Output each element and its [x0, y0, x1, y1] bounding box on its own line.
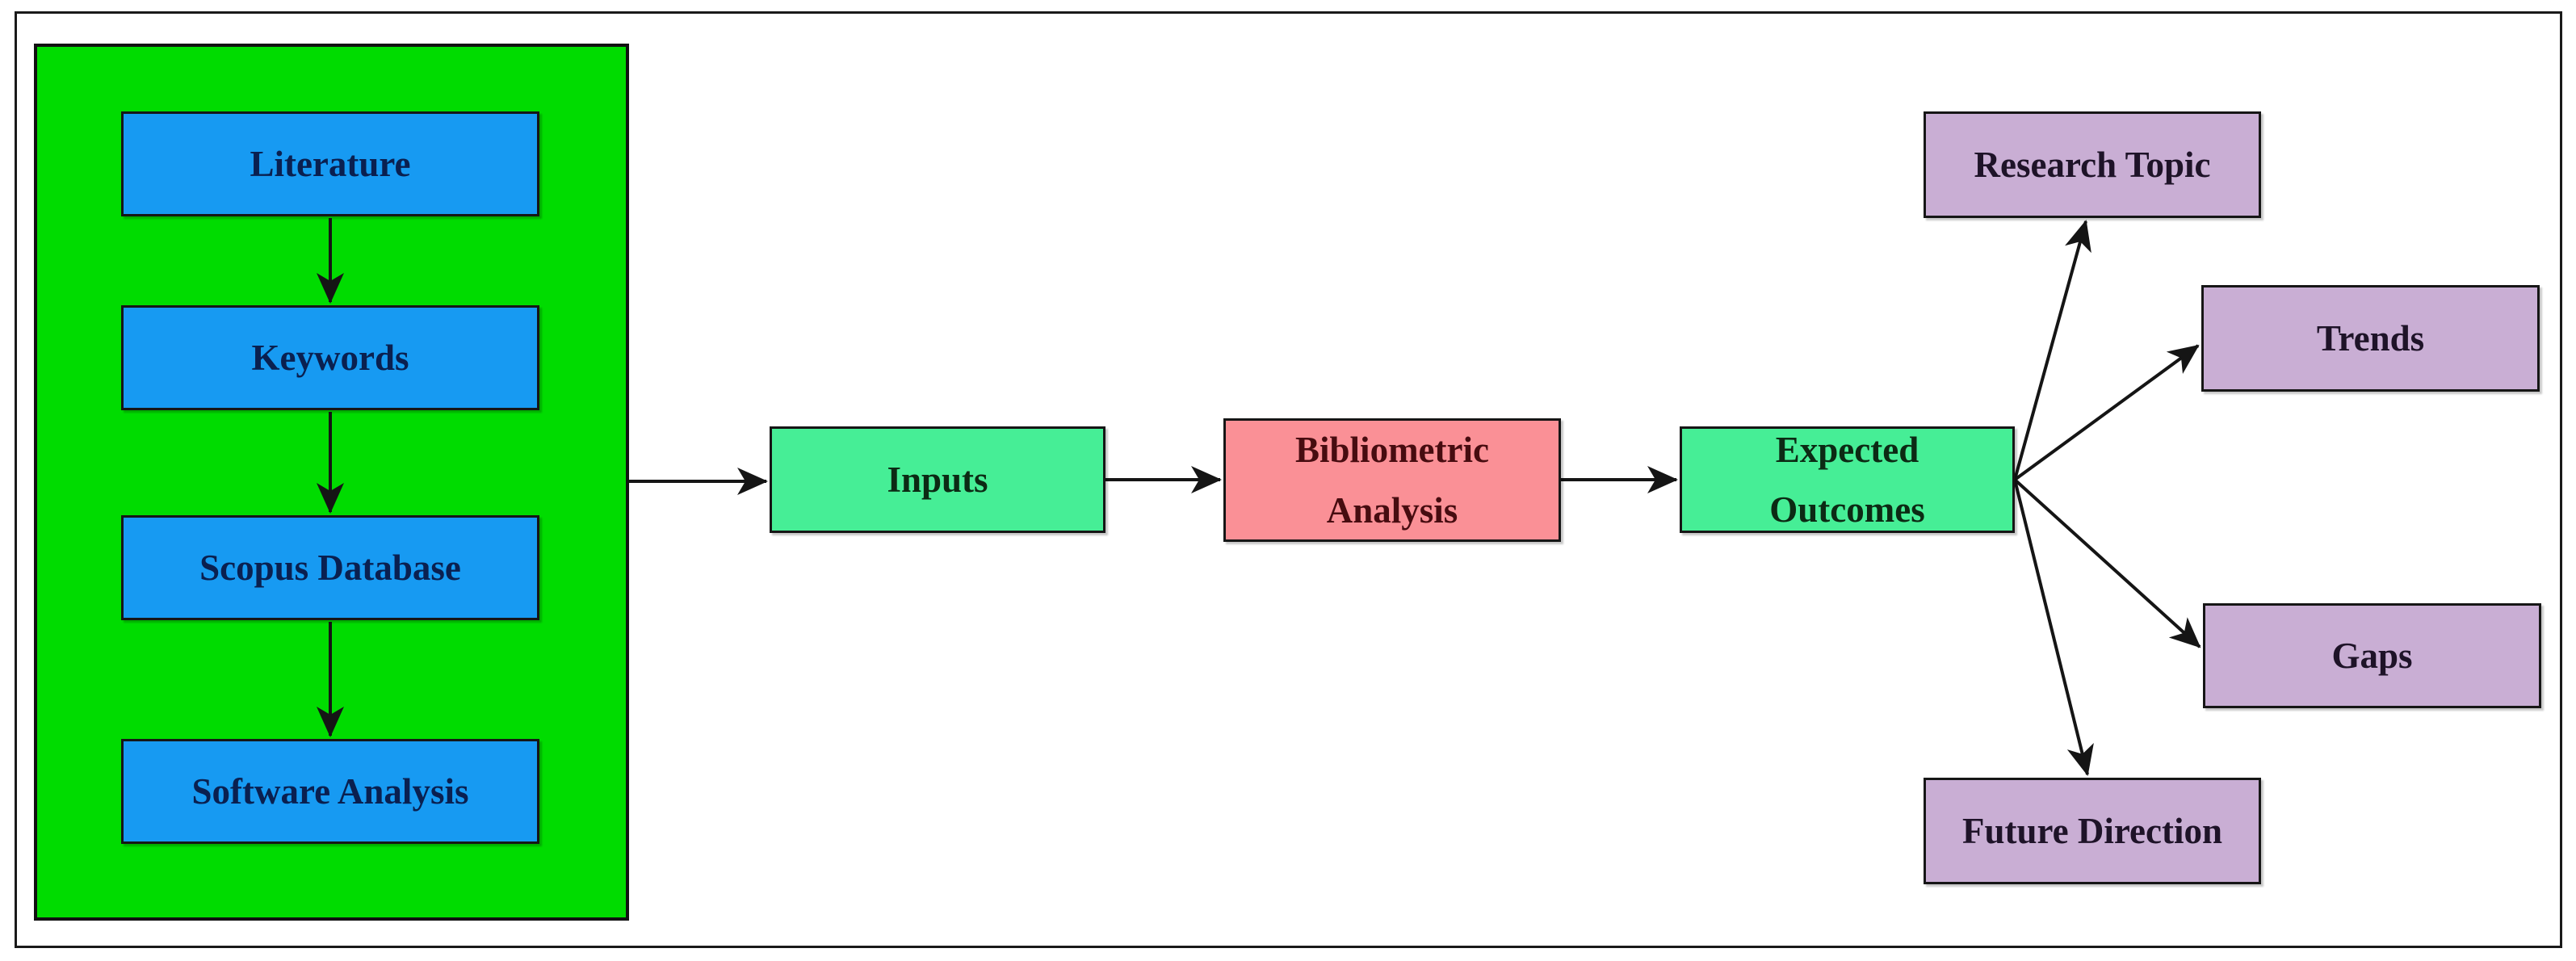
- bibliometric-line1: Bibliometric: [1295, 430, 1489, 471]
- node-inputs-label: Inputs: [887, 459, 988, 500]
- node-expected-outcomes: Expected Outcomes: [1680, 426, 2015, 533]
- node-bibliometric-analysis-label: Bibliometric Analysis: [1295, 420, 1489, 540]
- node-gaps-label: Gaps: [2331, 635, 2413, 676]
- bibliometric-line2: Analysis: [1326, 489, 1458, 531]
- node-inputs: Inputs: [770, 426, 1105, 533]
- node-future-direction: Future Direction: [1924, 778, 2261, 884]
- node-research-topic: Research Topic: [1924, 111, 2261, 218]
- node-keywords: Keywords: [121, 305, 539, 410]
- figure-border: [15, 11, 2562, 948]
- node-gaps: Gaps: [2203, 603, 2541, 708]
- node-literature-label: Literature: [250, 143, 411, 184]
- node-software-analysis: Software Analysis: [121, 739, 539, 844]
- node-trends-label: Trends: [2316, 317, 2425, 359]
- node-trends: Trends: [2201, 285, 2540, 392]
- node-future-direction-label: Future Direction: [1961, 810, 2223, 851]
- node-scopus-database: Scopus Database: [121, 515, 539, 620]
- node-expected-outcomes-label: Expected Outcomes: [1769, 420, 1924, 540]
- node-literature: Literature: [121, 111, 539, 216]
- node-scopus-database-label: Scopus Database: [199, 547, 461, 588]
- expected-line1: Expected: [1775, 429, 1919, 470]
- node-bibliometric-analysis: Bibliometric Analysis: [1223, 418, 1561, 542]
- node-research-topic-label: Research Topic: [1974, 144, 2211, 185]
- node-software-analysis-label: Software Analysis: [191, 770, 469, 812]
- expected-line2: Outcomes: [1769, 489, 1925, 530]
- node-keywords-label: Keywords: [251, 337, 409, 378]
